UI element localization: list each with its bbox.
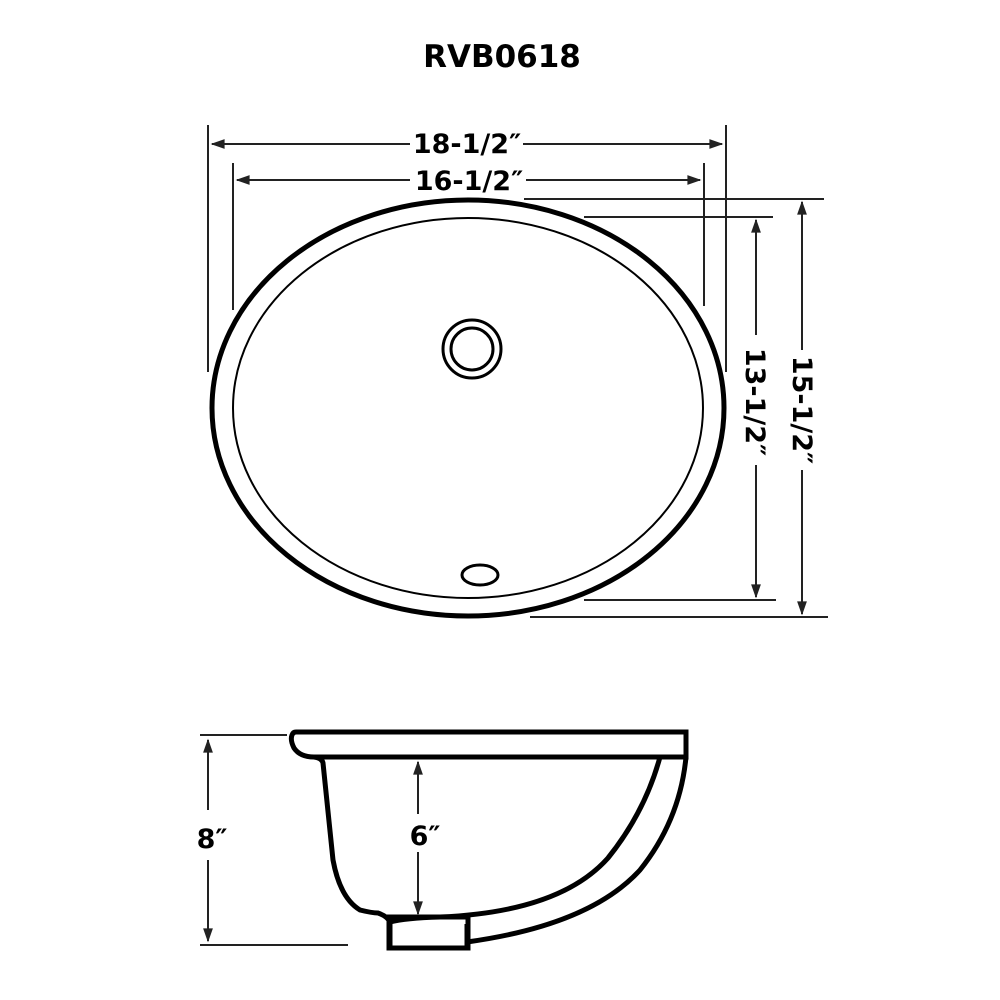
drain-inner-icon [449,326,495,372]
bowl-depth-label: 6″ [410,821,441,852]
overall-width-dimension: 18-1/2″ [207,125,727,372]
model-title: RVB0618 [423,39,581,75]
outer-rim [209,197,727,619]
bowl-width-dimension: 16-1/2″ [232,163,705,310]
side-rim [288,729,689,760]
inner-bowl [232,217,704,599]
drain-foot [386,914,471,951]
top-view [209,197,727,619]
overall-length-dimension: 15-1/2″ [524,198,828,618]
bowl-width-label: 16-1/2″ [415,166,523,197]
drain-outer-icon [441,318,503,380]
overall-length-label: 15-1/2″ [786,356,817,464]
overall-depth-label: 8″ [197,824,228,855]
overall-depth-dimension: 8″ [197,734,348,946]
bowl-depth-dimension: 6″ [410,760,441,916]
side-view [288,729,689,951]
overall-width-label: 18-1/2″ [413,129,521,160]
bowl-length-dimension: 13-1/2″ [584,216,776,601]
bowl-length-label: 13-1/2″ [739,348,770,456]
overflow-hole-icon [460,563,500,587]
